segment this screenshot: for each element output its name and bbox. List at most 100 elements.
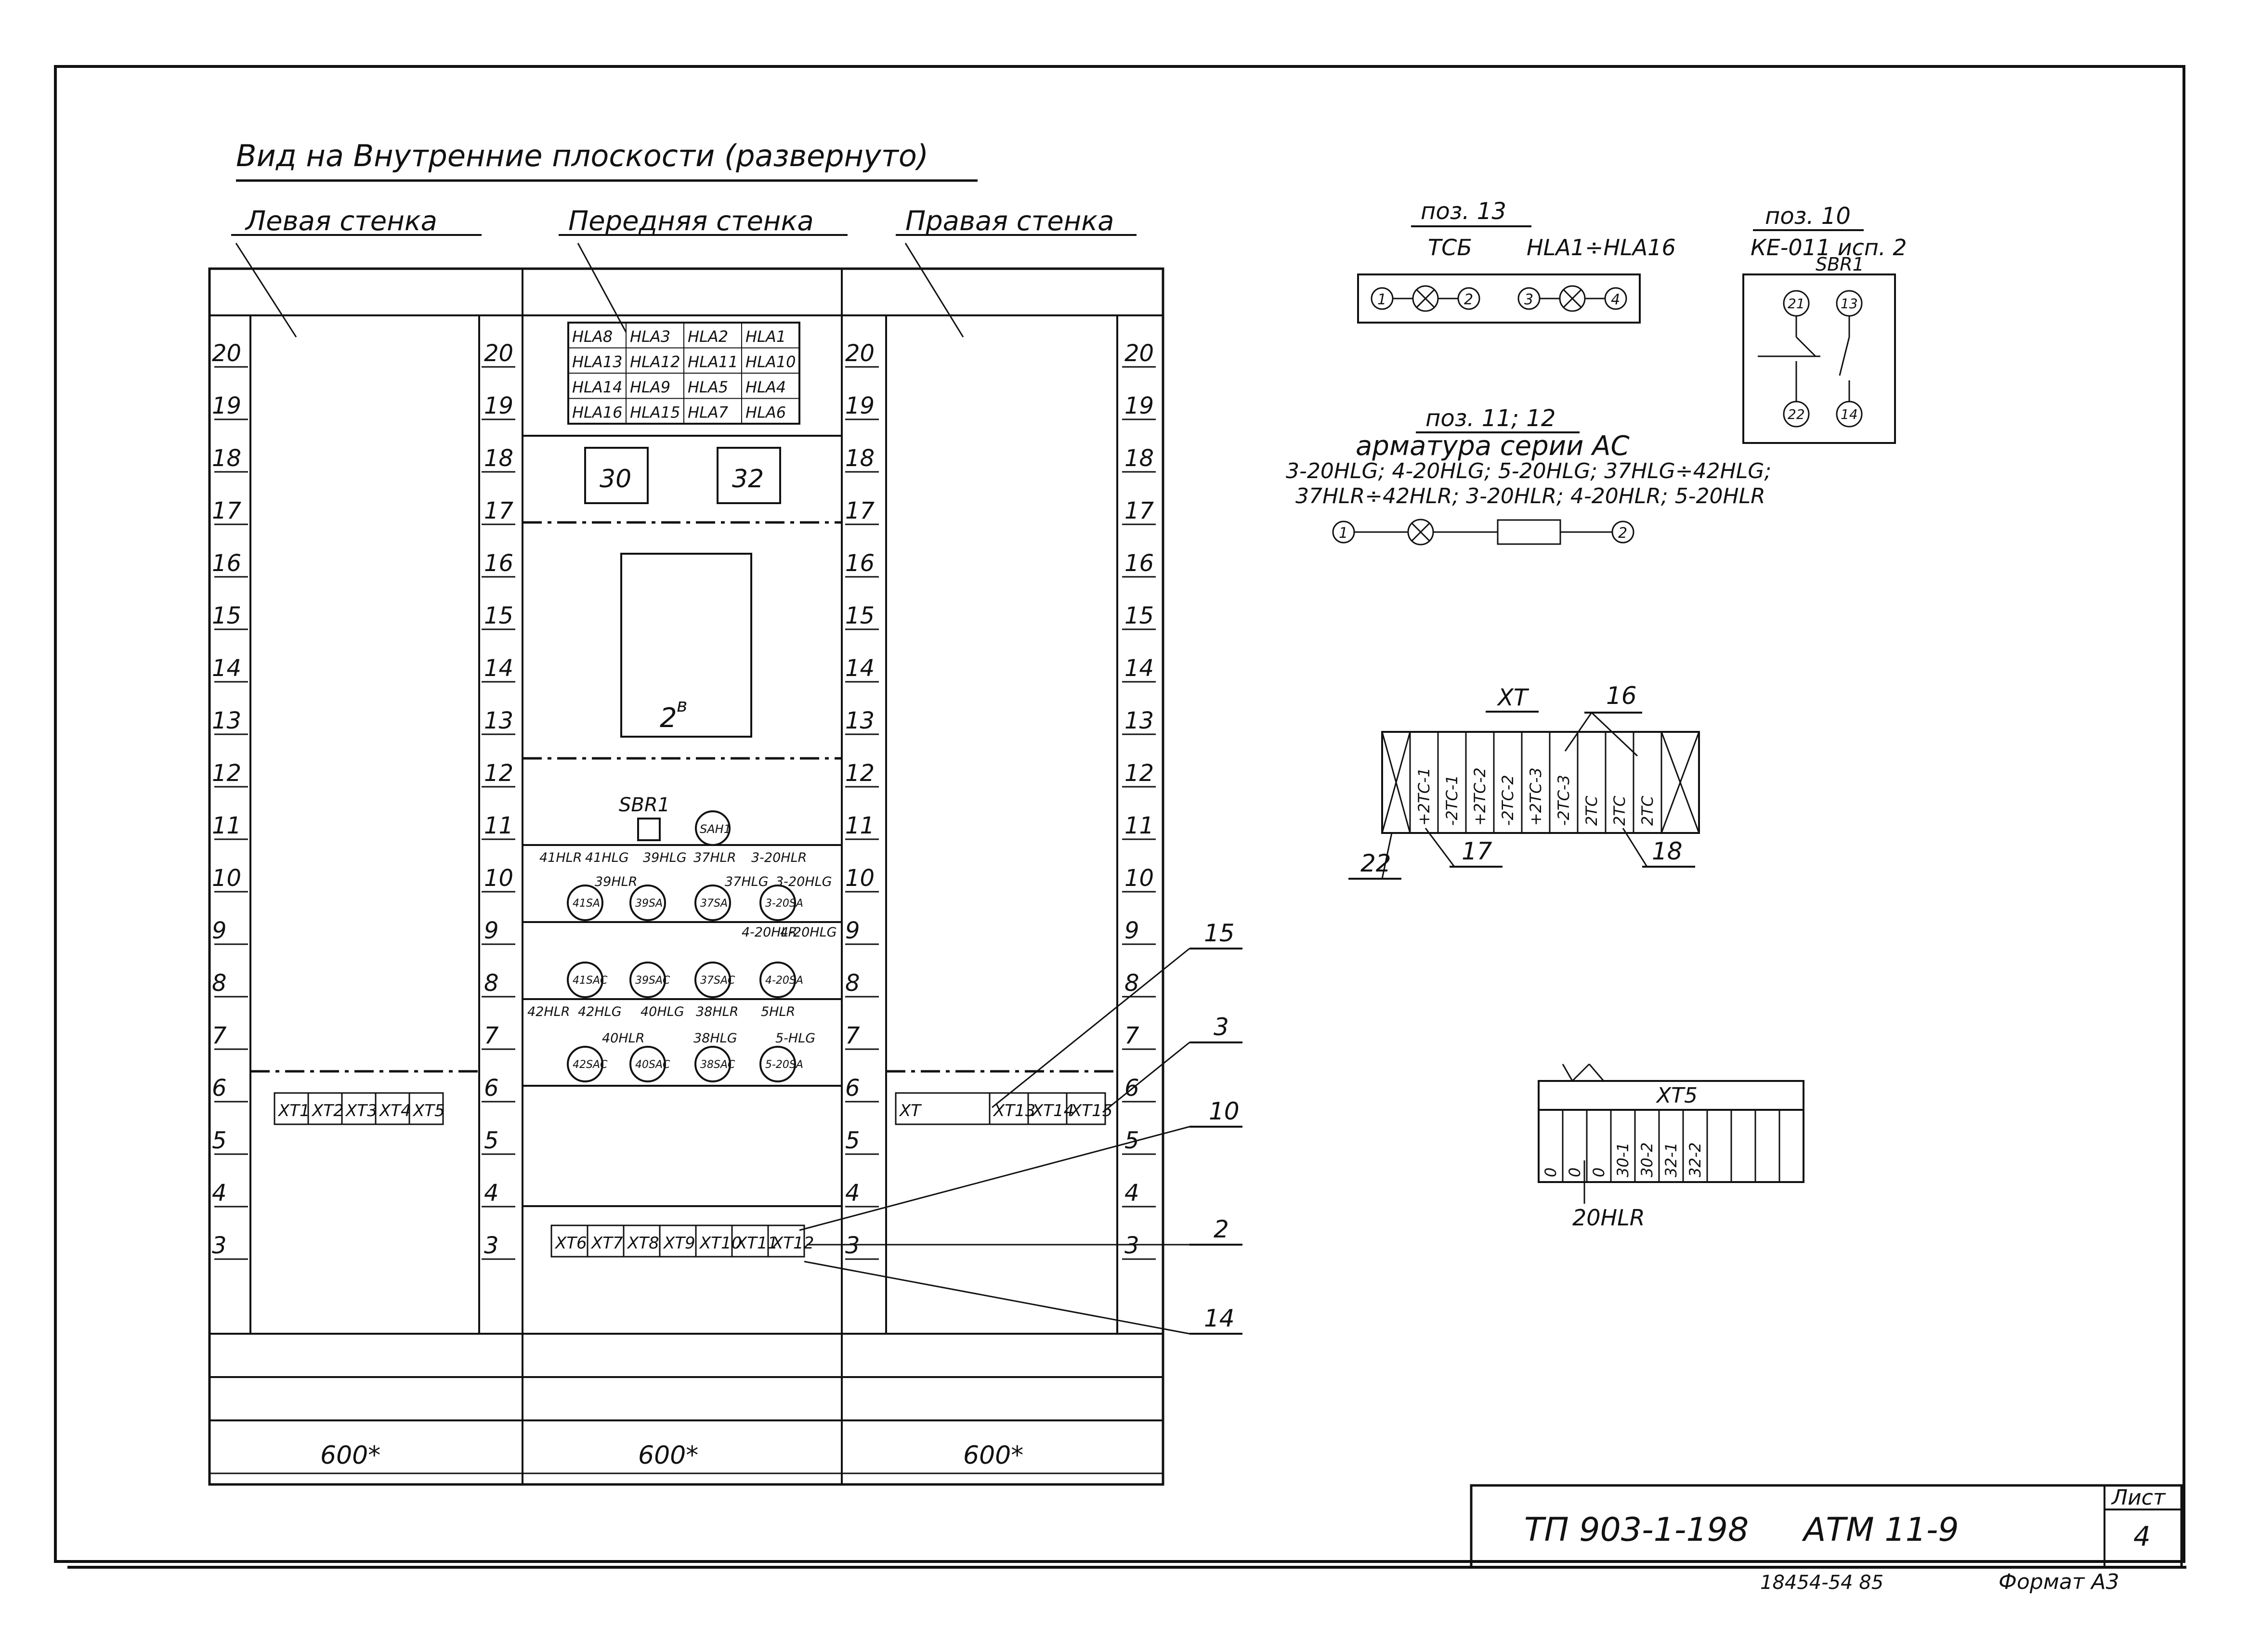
scale-number: 19: [484, 392, 513, 419]
scale-number: 20: [845, 340, 875, 367]
left-terminal-label: XT3: [345, 1101, 378, 1120]
hla-label: HLA14: [572, 378, 623, 396]
selector-circle: [694, 1046, 731, 1082]
xt5-spare-cell: [1730, 1109, 1756, 1183]
callout-10-text: 10: [1209, 1097, 1240, 1125]
row-label: 38HLR: [696, 1004, 738, 1019]
scale-number: 5: [212, 1127, 227, 1154]
right-wall-panel: [885, 314, 1118, 1335]
front-wall-panel: [522, 314, 843, 1335]
xt-cell-label: 2ТС: [1610, 795, 1629, 826]
xt-cell-label: -2ТС-2: [1499, 775, 1517, 826]
sah1-circle: [695, 810, 731, 846]
pos13-line2: HLA1÷HLA16: [1527, 234, 1676, 260]
callouts: 15 3 10 2 14: [799, 919, 1242, 1335]
selector-circle: [759, 1046, 796, 1082]
lamp-cross: [1411, 522, 1430, 542]
front-terminal-label: XT10: [699, 1234, 742, 1253]
pos11-pin-label: 1: [1339, 525, 1348, 542]
row-sublabel: 5-HLG: [775, 1031, 815, 1046]
pos11-line1: арматура серии АС: [1356, 430, 1630, 462]
hla-label: HLA7: [688, 403, 729, 422]
hla-label: HLA4: [745, 378, 786, 396]
xt5-note: 20HLR: [1572, 1205, 1645, 1231]
scale-number: 9: [1124, 917, 1139, 944]
selector-circle: [629, 1046, 666, 1082]
xt-cell-label: 2ТС: [1638, 795, 1657, 826]
pos13-pin-label: 4: [1611, 291, 1620, 308]
scale-number: 10: [845, 865, 875, 892]
xt-cell-label: -2ТС-1: [1443, 775, 1461, 826]
scale-number: 9: [484, 917, 499, 944]
xt-cell-label: +2ТС-3: [1527, 767, 1545, 826]
scale-number: 18: [1124, 445, 1154, 472]
xt5-cell-label: 30-1: [1614, 1142, 1632, 1177]
leader-front-wall: [577, 243, 627, 333]
pos13-pin-label: 2: [1464, 291, 1473, 308]
selector-circle: [567, 885, 603, 921]
row-sublabel: 40HLR: [602, 1031, 644, 1046]
xt5-cell-label: 32-2: [1686, 1142, 1704, 1177]
callout-10-leader: [799, 1126, 1190, 1231]
xt-end-cross: [1660, 731, 1700, 833]
scale-number: 12: [484, 760, 513, 787]
left-terminal-label: XT5: [412, 1101, 445, 1120]
scale-number: 17: [1124, 497, 1154, 524]
selector-circle: [567, 1046, 603, 1082]
pos10-contact: [1795, 336, 1817, 357]
callout-3-text: 3: [1214, 1013, 1229, 1041]
hla-label: HLA12: [630, 353, 680, 371]
dim-right: 600*: [963, 1441, 1023, 1470]
left-wall-panel: [249, 314, 480, 1335]
scale-number: 14: [845, 655, 875, 682]
scale-number: 20: [484, 340, 513, 367]
xt-leader-17: [1425, 828, 1455, 867]
xt-callout-17: 17: [1462, 837, 1492, 865]
scale-number: 13: [845, 707, 875, 734]
callout-2-text: 2: [1214, 1215, 1229, 1243]
scale-number: 17: [845, 497, 875, 524]
callout-15-leader: [992, 948, 1190, 1108]
right-terminal-cell: [1066, 1092, 1106, 1125]
selector-circle: [567, 962, 603, 998]
callout-3-leader: [1102, 1041, 1190, 1113]
row-label: 41HLG: [585, 850, 629, 865]
selector-circle: [759, 885, 796, 921]
scale-number: 15: [1124, 602, 1154, 629]
scale-number: 16: [845, 550, 875, 577]
hla-label: HLA10: [745, 353, 796, 371]
right-terminal-label: XT15: [1070, 1101, 1112, 1120]
xt5-link: [1571, 1063, 1590, 1082]
scale-number: 7: [1124, 1022, 1139, 1049]
scale-number: 11: [212, 812, 241, 839]
device-2-label: 2: [660, 702, 677, 734]
xt-cell-label: +2ТС-1: [1415, 767, 1433, 826]
left-terminal-label: XT4: [379, 1101, 411, 1120]
selector-circle: [694, 885, 731, 921]
xt-cell-label: +2ТС-2: [1471, 767, 1489, 826]
xt5-spare-cell: [1754, 1109, 1780, 1183]
scale-number: 17: [484, 497, 514, 524]
xt5-spare-cell: [1778, 1109, 1804, 1183]
hla-label: HLA1: [745, 327, 786, 346]
selector-circle: [694, 962, 731, 998]
left-terminal-cell: [408, 1092, 444, 1125]
xt5-link: [1562, 1064, 1573, 1081]
pos10-pin-label: 22: [1788, 406, 1805, 422]
pos10-pin-label: 13: [1841, 296, 1858, 312]
scale-number: 20: [212, 340, 241, 367]
right-terminal-label: XT14: [1031, 1101, 1074, 1120]
scale-number: 10: [212, 865, 241, 892]
scale-number: 4: [845, 1180, 860, 1207]
front-terminal-label: XT11: [735, 1234, 778, 1253]
scale-number: 3: [484, 1232, 499, 1259]
scale-number: 8: [484, 970, 499, 997]
scale-number: 11: [484, 812, 513, 839]
left-terminal-label: XT1: [277, 1101, 310, 1120]
xt-cell-label: -2ТС-3: [1555, 775, 1573, 826]
pos10-title: поз. 10: [1765, 203, 1851, 230]
